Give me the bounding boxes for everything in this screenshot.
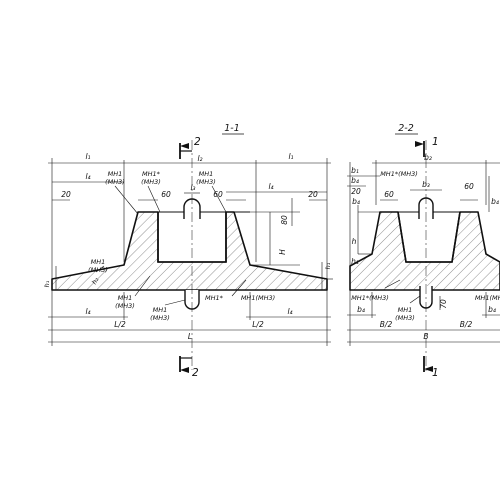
dim-B-half-left: B/2 — [380, 320, 393, 329]
note-mn1-mn3-bottom-left: МН1 (МН3) — [150, 306, 170, 322]
svg-text:МН1: МН1 — [108, 170, 123, 178]
dim-60-right-2-2: 60 — [464, 182, 474, 191]
dim-70: 70 — [439, 299, 448, 309]
note-mn1-mn3-right: МН1 (МН3) — [196, 170, 216, 186]
dim-B-half-right: B/2 — [460, 320, 473, 329]
cut-mark-1-bottom: 1 — [423, 356, 439, 379]
dim-b1-top: b₁ — [351, 166, 359, 175]
dim-l1-left: l₁ — [85, 152, 90, 161]
dims-top-1-1 — [48, 158, 331, 284]
dim-b4-bottom-right: b₄ — [488, 305, 496, 314]
note-mn1-bottom-leader: МН1 (МН3) — [115, 294, 135, 310]
dim-h1-2-2: h₁ — [351, 257, 359, 266]
dim-L: L — [188, 332, 192, 341]
cut-label-1-top: 1 — [432, 136, 439, 148]
note-mn1-mn3-right-2-2: МН1(МН3) — [475, 294, 500, 302]
svg-text:МН1: МН1 — [118, 294, 133, 302]
dim-l4-top-left: l₄ — [85, 172, 90, 181]
dims-vertical-1-1 — [55, 198, 333, 290]
cut-mark-2-bottom: 2 — [179, 356, 199, 379]
dim-B: B — [423, 332, 428, 341]
dim-60-right: 60 — [213, 190, 223, 199]
cut-mark-2-top: 2 — [179, 136, 201, 159]
dim-b3: b₃ — [422, 180, 430, 189]
dim-20: 20 — [351, 187, 361, 196]
dim-L-half-right: L/2 — [252, 320, 264, 329]
dim-h2: h₂ — [90, 276, 100, 286]
note-mn1-mn3-bottom-2-2: МН1 (МН3) — [395, 306, 415, 322]
dim-h: h — [352, 237, 357, 246]
svg-text:(МН3): (МН3) — [88, 266, 108, 274]
svg-text:МН1: МН1 — [153, 306, 168, 314]
svg-text:МН1*: МН1* — [142, 170, 161, 178]
dim-l4-top-right: l₄ — [268, 182, 273, 191]
foundation-body-2-2 — [349, 211, 500, 291]
dims-bottom-1-1 — [48, 290, 331, 346]
svg-text:(МН3): (МН3) — [141, 178, 161, 186]
note-mn1-mn3-left-slope: МН1 (МН3) — [88, 258, 108, 274]
dim-L-half-left: L/2 — [114, 320, 126, 329]
note-mn1-star-bottom: МН1* — [205, 294, 224, 302]
svg-text:МН1: МН1 — [199, 170, 214, 178]
cut-mark-1-top: 1 — [415, 136, 439, 157]
dim-20-left: 20 — [61, 190, 71, 199]
dims-bottom-2-2 — [347, 279, 500, 346]
dim-b4-bottom-left: b₄ — [357, 305, 365, 314]
dim-h1-left: h₁ — [43, 280, 51, 287]
svg-text:МН1: МН1 — [398, 306, 413, 314]
dim-l4-bottom-right: l₄ — [287, 307, 292, 316]
note-mn1-star-mn3: МН1* (МН3) — [141, 170, 161, 186]
dim-b2: b₂ — [424, 153, 432, 162]
note-mn1-star-mn3-2-2: МН1*(МН3) — [380, 170, 418, 178]
section-title-1-1: 1-1 — [224, 123, 240, 134]
svg-text:(МН3): (МН3) — [115, 302, 135, 310]
dim-80: 80 — [280, 215, 289, 225]
dim-l4-bottom-left: l₄ — [85, 307, 90, 316]
cut-label-2-bottom: 2 — [192, 367, 199, 379]
note-mn1-mn3-bottom-right: МН1(МН3) — [241, 294, 275, 302]
dim-60-left: 60 — [161, 190, 171, 199]
svg-text:(МН3): (МН3) — [150, 314, 170, 322]
cut-label-2-top: 2 — [194, 136, 201, 148]
dim-H: H — [278, 249, 287, 255]
dim-h1-right: h₁ — [324, 262, 332, 269]
svg-text:(МН3): (МН3) — [395, 314, 415, 322]
svg-text:(МН3): (МН3) — [105, 178, 125, 186]
cut-label-1-bottom: 1 — [432, 367, 439, 379]
note-mn1-mn3-left: МН1 (МН3) — [105, 170, 125, 186]
dim-l2: l₂ — [197, 154, 202, 163]
note-mn1-star-mn3-bottom: МН1*(МН3) — [351, 294, 389, 302]
dim-20-right: 20 — [308, 190, 318, 199]
dim-l1-right: l₁ — [288, 152, 293, 161]
dim-b4-right: b₄ — [491, 197, 499, 206]
dim-b4-left: b₄ — [352, 197, 360, 206]
dims-top-2-2 — [347, 160, 500, 266]
svg-text:(МН3): (МН3) — [196, 178, 216, 186]
svg-text:МН1: МН1 — [91, 258, 106, 266]
dim-60-left-2-2: 60 — [384, 190, 394, 199]
section-2-2: 2-2 1 1 — [347, 123, 500, 379]
section-title-2-2: 2-2 — [398, 123, 414, 134]
dim-b4-top: b₄ — [351, 176, 359, 185]
dim-l3: l₃ — [190, 183, 195, 192]
section-1-1: 1-1 2 2 — [43, 123, 333, 379]
